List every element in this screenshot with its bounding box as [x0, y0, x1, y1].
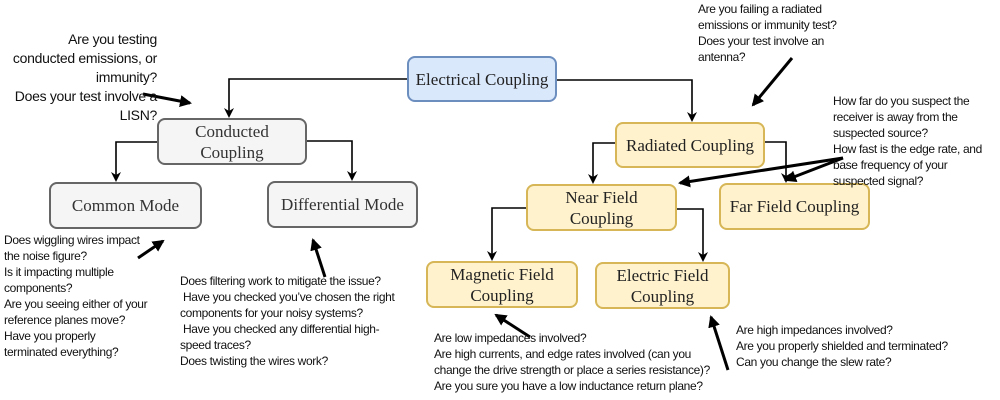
edge-near-magnetic — [487, 207, 526, 261]
note-electric-field: Are high impedances involved? Are you pro… — [736, 322, 948, 370]
note-line: Have you checked you’ve chosen the right — [180, 290, 395, 304]
note-line: Are you failing a radiated — [698, 2, 822, 16]
pointer-conducted — [142, 92, 192, 108]
note-line: Can you change the slew rate? — [736, 355, 892, 369]
edge-radiated-far — [765, 141, 791, 183]
note-line: suspected source? — [833, 126, 928, 140]
node-label: Far Field Coupling — [729, 197, 860, 216]
node-electrical-coupling: Electrical Coupling — [407, 56, 557, 102]
note-line: immunity? — [95, 69, 157, 85]
note-line: antenna? — [698, 50, 746, 64]
note-line: Are you properly shielded and terminated… — [736, 339, 948, 353]
note-line: emissions or immunity test? — [698, 18, 837, 32]
node-electric-field-coupling: Electric Field Coupling — [595, 262, 730, 309]
note-line: Does filtering work to mitigate the issu… — [180, 274, 381, 288]
node-label: Common Mode — [71, 196, 180, 215]
node-label: Differential Mode — [281, 195, 404, 214]
note-common-mode: Does wiggling wires impact the noise figu… — [4, 232, 148, 360]
node-near-field-coupling: Near Field Coupling — [526, 184, 677, 231]
note-line: Does your test involve an — [698, 34, 824, 48]
edge-electrical-radiated — [557, 79, 697, 122]
node-label: Electrical Coupling — [415, 69, 549, 89]
note-line: receiver is away from the — [833, 110, 958, 124]
note-line: How far do you suspect the — [833, 94, 970, 108]
pointer-radiated — [751, 57, 794, 107]
node-common-mode: Common Mode — [49, 182, 202, 229]
edge-near-electric — [677, 208, 708, 262]
note-line: components for your noisy systems? — [180, 306, 363, 320]
edge-electrical-conducted — [224, 78, 407, 118]
note-line: Have you properly — [4, 329, 96, 343]
note-line: Does your test involve a — [14, 88, 158, 104]
note-line: Have you checked any differential high- — [180, 322, 380, 336]
note-line: Does wiggling wires impact — [4, 233, 140, 247]
edge-conducted-differential — [307, 140, 357, 181]
pointer-common — [137, 239, 165, 260]
note-line: suspected signal? — [833, 174, 924, 188]
note-line: Does twisting the wires work? — [180, 354, 328, 368]
edge-conducted-common — [111, 141, 157, 182]
note-line: conducted emissions, or — [12, 50, 157, 66]
node-label: Electric Field Coupling — [616, 265, 709, 306]
node-conducted-coupling: Conducted Coupling — [157, 118, 307, 165]
note-conducted: Are you testing conducted emissions, or im… — [13, 30, 157, 125]
node-label: Conducted Coupling — [195, 121, 269, 162]
pointer-differential — [310, 238, 327, 278]
node-label: Radiated Coupling — [626, 135, 754, 155]
note-line: Are low impedances involved? — [434, 331, 587, 345]
note-line: Are high currents, and edge rates involv… — [434, 347, 691, 361]
note-line: Are high impedances involved? — [736, 323, 893, 337]
note-radiated: Are you failing a radiated emissions or i… — [698, 1, 837, 65]
note-line: change the drive strength or place a ser… — [434, 363, 710, 377]
pointer-magnetic — [494, 313, 531, 339]
note-line: the noise figure? — [4, 249, 87, 263]
note-line: LISN? — [119, 107, 158, 123]
pointer-electric — [708, 315, 730, 371]
node-far-field-coupling: Far Field Coupling — [719, 183, 870, 230]
pointer-far — [784, 156, 844, 182]
note-magnetic-field: Are low impedances involved? Are high cur… — [434, 330, 710, 394]
pointer-near — [678, 156, 844, 188]
note-line: Are you testing — [68, 31, 157, 47]
note-line: Is it impacting multiple — [4, 265, 114, 279]
note-line: speed traces? — [180, 338, 251, 352]
note-differential-mode: Does filtering work to mitigate the issu… — [180, 273, 395, 369]
node-magnetic-field-coupling: Magnetic Field Coupling — [426, 261, 578, 308]
note-line: Are you sure you have a low inductance r… — [434, 379, 703, 393]
note-line: reference planes move? — [4, 313, 126, 327]
node-radiated-coupling: Radiated Coupling — [615, 122, 765, 168]
edge-radiated-near — [588, 142, 615, 184]
note-line: base frequency of your — [833, 158, 948, 172]
note-line: How fast is the edge rate, and — [833, 142, 982, 156]
node-differential-mode: Differential Mode — [267, 181, 418, 228]
note-line: components? — [4, 281, 73, 295]
node-label: Magnetic Field Coupling — [450, 264, 554, 305]
note-field-distance: How far do you suspect the receiver is aw… — [833, 93, 982, 189]
note-line: terminated everything? — [4, 345, 119, 359]
node-label: Near Field Coupling — [565, 187, 638, 228]
note-line: Are you seeing either of your — [4, 297, 148, 311]
